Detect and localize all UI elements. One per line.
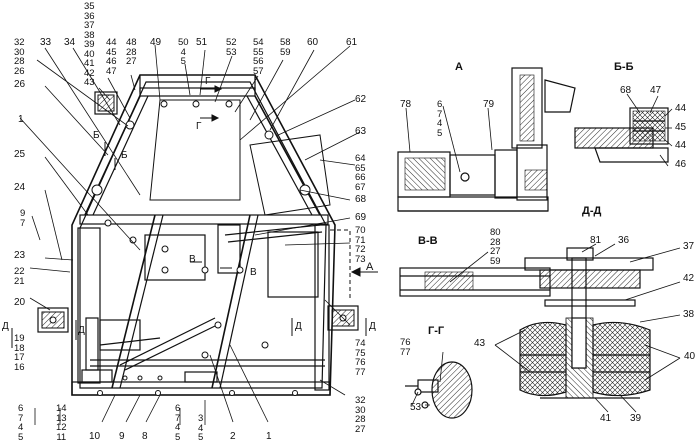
callout-bb-44a: 44 bbox=[675, 103, 687, 114]
callout-9-7: 9 7 bbox=[20, 208, 26, 229]
callout-19-16: 19 18 17 16 bbox=[14, 333, 25, 373]
callout-25: 25 bbox=[14, 149, 26, 160]
section-dd-view bbox=[519, 247, 654, 399]
callout-dd-39: 39 bbox=[630, 413, 642, 424]
callout-20: 20 bbox=[14, 297, 26, 308]
view-marker-v-upper: В bbox=[189, 254, 196, 265]
callout-bb-68: 68 bbox=[620, 85, 632, 96]
callout-62: 62 bbox=[355, 94, 367, 105]
callout-50-5: 50 4 5 bbox=[178, 37, 189, 67]
callout-gg-76-77: 76 77 bbox=[400, 337, 411, 358]
callout-48-27: 48 28 27 bbox=[126, 37, 137, 67]
view-marker-a: А bbox=[366, 261, 374, 273]
callout-63: 63 bbox=[355, 126, 367, 137]
section-bb-view bbox=[574, 107, 669, 163]
callout-35-43: 35 36 37 38 39 40 41 42 43 bbox=[84, 1, 95, 88]
left-bracket-d bbox=[37, 307, 69, 333]
callout-23: 23 bbox=[14, 250, 26, 261]
callout-61: 61 bbox=[346, 37, 358, 48]
section-gg-view bbox=[405, 361, 473, 419]
callout-51: 51 bbox=[196, 37, 208, 48]
hidden-lines bbox=[330, 229, 351, 300]
callout-dd-43: 43 bbox=[474, 338, 486, 349]
section-title-gg: Г-Г bbox=[428, 325, 445, 337]
callout-2: 2 bbox=[230, 431, 236, 442]
callout-dd-38: 38 bbox=[683, 309, 695, 320]
view-marker-g-lower: Г bbox=[196, 121, 202, 132]
callout-bb-44b: 44 bbox=[675, 140, 687, 151]
section-title-vv: В-В bbox=[418, 235, 438, 247]
callout-49: 49 bbox=[150, 37, 162, 48]
callout-9: 9 bbox=[119, 431, 125, 442]
callout-10: 10 bbox=[89, 431, 101, 442]
callout-22-21: 22 21 bbox=[14, 266, 25, 287]
callout-60: 60 bbox=[307, 37, 319, 48]
callout-a-79: 79 bbox=[483, 99, 495, 110]
section-a-view bbox=[397, 67, 576, 212]
detail-leaders bbox=[405, 93, 681, 413]
callout-26: 26 bbox=[14, 79, 26, 90]
view-marker-d-mid-right: Д bbox=[295, 321, 302, 332]
callout-54-57: 54 55 56 57 bbox=[253, 37, 264, 77]
section-title-dd: Д-Д bbox=[582, 205, 602, 217]
callout-6-5-left: 6 7 4 5 bbox=[18, 403, 24, 443]
callout-dd-81: 81 bbox=[590, 235, 602, 246]
callout-bb-47: 47 bbox=[650, 85, 662, 96]
main-frame-view bbox=[71, 74, 336, 396]
callout-32-26: 32 30 28 26 bbox=[14, 37, 25, 77]
view-marker-d-left: Д bbox=[2, 321, 9, 332]
callout-44-47: 44 45 46 47 bbox=[106, 37, 117, 77]
callout-8: 8 bbox=[142, 431, 148, 442]
leader-lines bbox=[19, 44, 361, 425]
section-vv-view bbox=[399, 267, 551, 297]
callout-69: 69 bbox=[355, 212, 367, 223]
callout-34: 34 bbox=[64, 37, 76, 48]
frame-bolts bbox=[91, 100, 311, 396]
section-arrows bbox=[11, 85, 378, 348]
callout-70-73: 70 71 72 73 bbox=[355, 225, 366, 265]
callout-33: 33 bbox=[40, 37, 52, 48]
callout-dd-41: 41 bbox=[600, 413, 612, 424]
view-marker-b-lower: Б bbox=[121, 150, 128, 161]
callout-dd-40: 40 bbox=[684, 351, 696, 362]
section-title-bb: Б-Б bbox=[614, 61, 634, 73]
callout-68: 68 bbox=[355, 194, 367, 205]
callout-1-top: 1 bbox=[18, 114, 24, 125]
callout-a-6-5: 6 7 4 5 bbox=[437, 99, 443, 139]
callout-24: 24 bbox=[14, 182, 26, 193]
callout-1-bottom: 1 bbox=[266, 431, 272, 442]
callout-gg-53: 53 bbox=[410, 402, 422, 413]
callout-dd-37: 37 bbox=[683, 241, 695, 252]
callout-52-53: 52 53 bbox=[226, 37, 237, 58]
view-marker-d-mid-left: Д bbox=[78, 325, 85, 336]
callout-bb-45: 45 bbox=[675, 122, 687, 133]
callout-dd-36: 36 bbox=[618, 235, 630, 246]
callout-58-59: 58 59 bbox=[280, 37, 291, 58]
callout-74-77: 74 75 76 77 bbox=[355, 338, 366, 378]
callout-dd-42: 42 bbox=[683, 273, 695, 284]
view-marker-b-upper: Б bbox=[93, 130, 100, 141]
callout-bb-46: 46 bbox=[675, 159, 687, 170]
callout-64-67: 64 65 66 67 bbox=[355, 153, 366, 193]
callout-32-27: 32 30 28 27 bbox=[355, 395, 366, 435]
section-title-a: А bbox=[455, 61, 463, 73]
view-marker-v-lower: В bbox=[250, 267, 257, 278]
callout-3-5: 3 4 5 bbox=[198, 413, 204, 443]
callout-vv-80-59: 80 28 27 59 bbox=[490, 227, 501, 267]
callout-14-11: 14 13 12 11 bbox=[56, 403, 67, 443]
view-marker-g-upper: Г bbox=[205, 76, 211, 87]
view-marker-d-right: Д bbox=[369, 321, 376, 332]
callout-6-5-mid: 6 7 4 5 bbox=[175, 403, 181, 443]
callout-a-78: 78 bbox=[400, 99, 412, 110]
